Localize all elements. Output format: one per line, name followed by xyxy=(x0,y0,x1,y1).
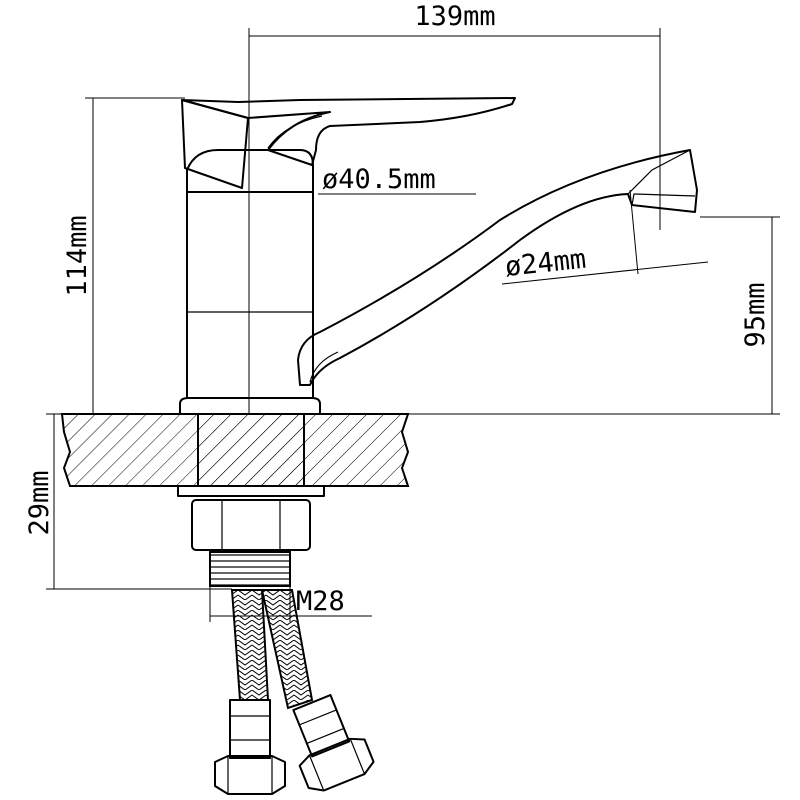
faucet-body xyxy=(179,191,321,487)
label-width-total: 139mm xyxy=(414,1,495,32)
mounting-hardware xyxy=(177,485,325,587)
label-thread: M28 xyxy=(296,586,345,617)
dimension-thread: M28 xyxy=(209,586,372,622)
dimension-under-counter: 29mm xyxy=(24,413,232,590)
dimension-spout-height: 95mm xyxy=(320,216,780,415)
label-under-counter: 29mm xyxy=(24,470,55,535)
label-spout-height: 95mm xyxy=(740,282,771,347)
label-body-diameter: ø40.5mm xyxy=(322,164,436,195)
dimension-body-diameter: ø40.5mm xyxy=(318,164,476,195)
lever-handle xyxy=(181,97,516,193)
dimension-height-body: 114mm xyxy=(62,97,185,414)
label-spout-diameter: ø24mm xyxy=(503,244,587,283)
label-height-body: 114mm xyxy=(62,215,93,296)
spout xyxy=(297,149,698,386)
dimension-width-total: 139mm xyxy=(249,1,661,230)
dimension-spout-diameter: ø24mm xyxy=(501,189,709,285)
flex-hoses xyxy=(214,589,375,795)
